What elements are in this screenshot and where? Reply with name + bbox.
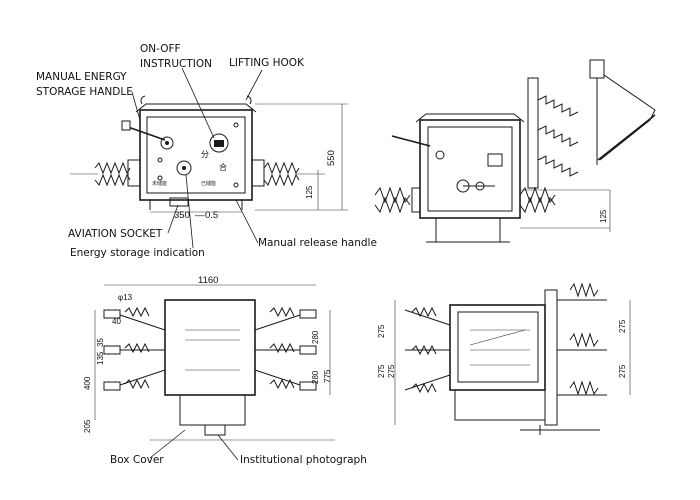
small-text-a: 未储能 bbox=[152, 180, 167, 187]
rear-mount-post bbox=[544, 289, 558, 426]
dim-bot-275b: 275 bbox=[377, 364, 386, 378]
side-view: 125 bbox=[374, 59, 656, 243]
label-box-cover: Box Cover bbox=[110, 454, 164, 466]
rear-view: 275 275 275 275 275 bbox=[377, 282, 631, 435]
label-storage-handle: MANUAL ENERGY STORAGE HANDLE bbox=[36, 71, 133, 98]
he-text: 合 bbox=[219, 162, 227, 172]
dial-center bbox=[176, 160, 192, 176]
dim-front-offset: 0.5 bbox=[205, 210, 218, 221]
on-off-indicator bbox=[214, 140, 224, 147]
dim-front-lower: 125 bbox=[305, 185, 314, 199]
dim-top-775: 775 bbox=[323, 369, 332, 383]
on-off-dial bbox=[209, 133, 229, 153]
dim-bot-275e: 275 bbox=[618, 364, 627, 378]
dim-top-280b: 280 bbox=[311, 370, 320, 384]
front-box bbox=[139, 109, 253, 201]
dim-top-total: 1160 bbox=[198, 275, 218, 286]
dim-top-135: 135 bbox=[96, 351, 105, 365]
label-lifting-hook: LIFTING HOOK bbox=[229, 57, 305, 69]
front-roof bbox=[135, 103, 257, 113]
callouts: ON-OFF INSTRUCTION LIFTING HOOK MANUAL E… bbox=[36, 43, 377, 259]
dim-top-400: 400 bbox=[83, 376, 92, 390]
front-bushing-left bbox=[70, 159, 141, 187]
dim-front-height: 550 bbox=[326, 150, 337, 166]
dim-top-205: 205 bbox=[83, 419, 92, 433]
dim-bot-275a: 275 bbox=[377, 324, 386, 338]
dim-front-sep: — bbox=[195, 210, 205, 221]
dim-front-width: 350 bbox=[174, 210, 190, 221]
front-bushing-right bbox=[251, 159, 325, 187]
dim-top-40: 40 bbox=[112, 317, 121, 326]
dim-top-280a: 280 bbox=[311, 330, 320, 344]
aviation-socket bbox=[169, 197, 189, 207]
handle-grip bbox=[121, 120, 131, 131]
front-view: 分 合 未储能 已储能 550 125 350 bbox=[70, 95, 348, 221]
side-disconnector bbox=[527, 59, 656, 189]
dim-top-35: 35 bbox=[96, 338, 105, 347]
dial-top-left-center bbox=[165, 141, 169, 145]
front-hook-left bbox=[140, 95, 146, 105]
label-aviation-socket: AVIATION SOCKET bbox=[68, 228, 163, 240]
small-text-b: 已储能 bbox=[201, 180, 216, 187]
dim-bot-275c: 275 bbox=[387, 364, 396, 378]
box-cover bbox=[179, 395, 246, 426]
top-view: 1160 φ13 40 400 135 35 205 280 280 775 bbox=[83, 275, 335, 441]
dial-top-left bbox=[160, 136, 174, 150]
rear-box bbox=[449, 304, 546, 391]
label-on-off: ON-OFF INSTRUCTION bbox=[140, 43, 212, 70]
label-manual-release-handle: Manual release handle bbox=[258, 237, 377, 249]
top-box bbox=[164, 299, 256, 396]
label-institutional-photograph: Institutional photograph bbox=[240, 454, 367, 466]
dim-bot-275d: 275 bbox=[618, 319, 627, 333]
fen-text: 分 bbox=[201, 150, 209, 159]
dim-top-hole: φ13 bbox=[118, 293, 133, 302]
side-handle bbox=[391, 135, 431, 147]
side-box bbox=[419, 119, 521, 219]
dim-side-lower: 125 bbox=[599, 209, 608, 223]
front-box-inner bbox=[146, 116, 246, 194]
label-energy-storage-indication: Energy storage indication bbox=[70, 247, 205, 259]
energy-storage-handle bbox=[124, 125, 166, 141]
dial-center-dot bbox=[182, 166, 186, 170]
